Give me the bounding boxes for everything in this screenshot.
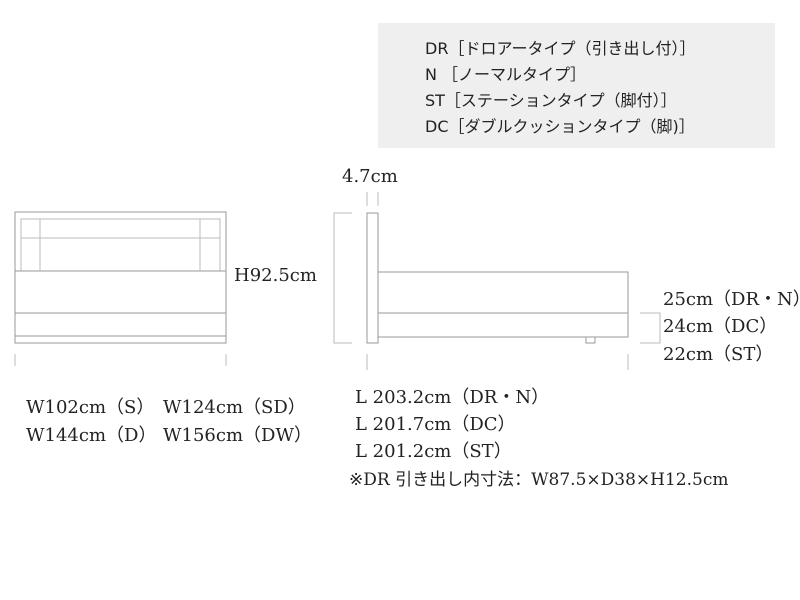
side-view xyxy=(333,192,661,370)
front-view xyxy=(14,211,227,366)
type-legend: DR［ドロアータイプ（引き出し付）］ N ［ノーマルタイプ］ ST［ステーション… xyxy=(378,23,775,148)
width-s: W102cm（S） xyxy=(26,397,155,418)
headboard-panel xyxy=(20,218,221,272)
legend-st: ST［ステーションタイプ（脚付）］ xyxy=(425,91,677,110)
frame-height-dr-n: 25cm（DR・N） xyxy=(663,289,800,310)
length-dc: L 201.7cm（DC） xyxy=(355,414,516,435)
legend-dc: DC［ダブルクッションタイプ（脚)］ xyxy=(425,117,695,136)
length-dr-n: L 203.2cm（DR・N） xyxy=(355,387,550,408)
height-label: H92.5cm xyxy=(234,265,317,286)
frame-height-dc: 24cm（DC） xyxy=(663,316,778,337)
drawer-inner-dimensions-note: ※DR 引き出し内寸法：W87.5×D38×H12.5cm xyxy=(349,470,729,490)
length-st: L 201.2cm（ST） xyxy=(355,441,512,462)
frame-height-st: 22cm（ST） xyxy=(663,344,774,365)
front-outline xyxy=(14,211,227,344)
headboard-thickness-label: 4.7cm xyxy=(342,166,398,187)
headboard-side xyxy=(366,212,379,344)
legend-dr: DR［ドロアータイプ（引き出し付）］ xyxy=(425,39,696,58)
legend-n: N ［ノーマルタイプ］ xyxy=(425,65,587,84)
frame-side xyxy=(377,271,629,338)
width-d: W144cm（D） xyxy=(26,425,157,446)
leg xyxy=(585,336,596,344)
width-dimension-line xyxy=(14,354,227,366)
width-sd: W124cm（SD） xyxy=(163,397,306,418)
width-dw: W156cm（DW） xyxy=(163,425,312,446)
dimension-lines xyxy=(333,192,661,370)
